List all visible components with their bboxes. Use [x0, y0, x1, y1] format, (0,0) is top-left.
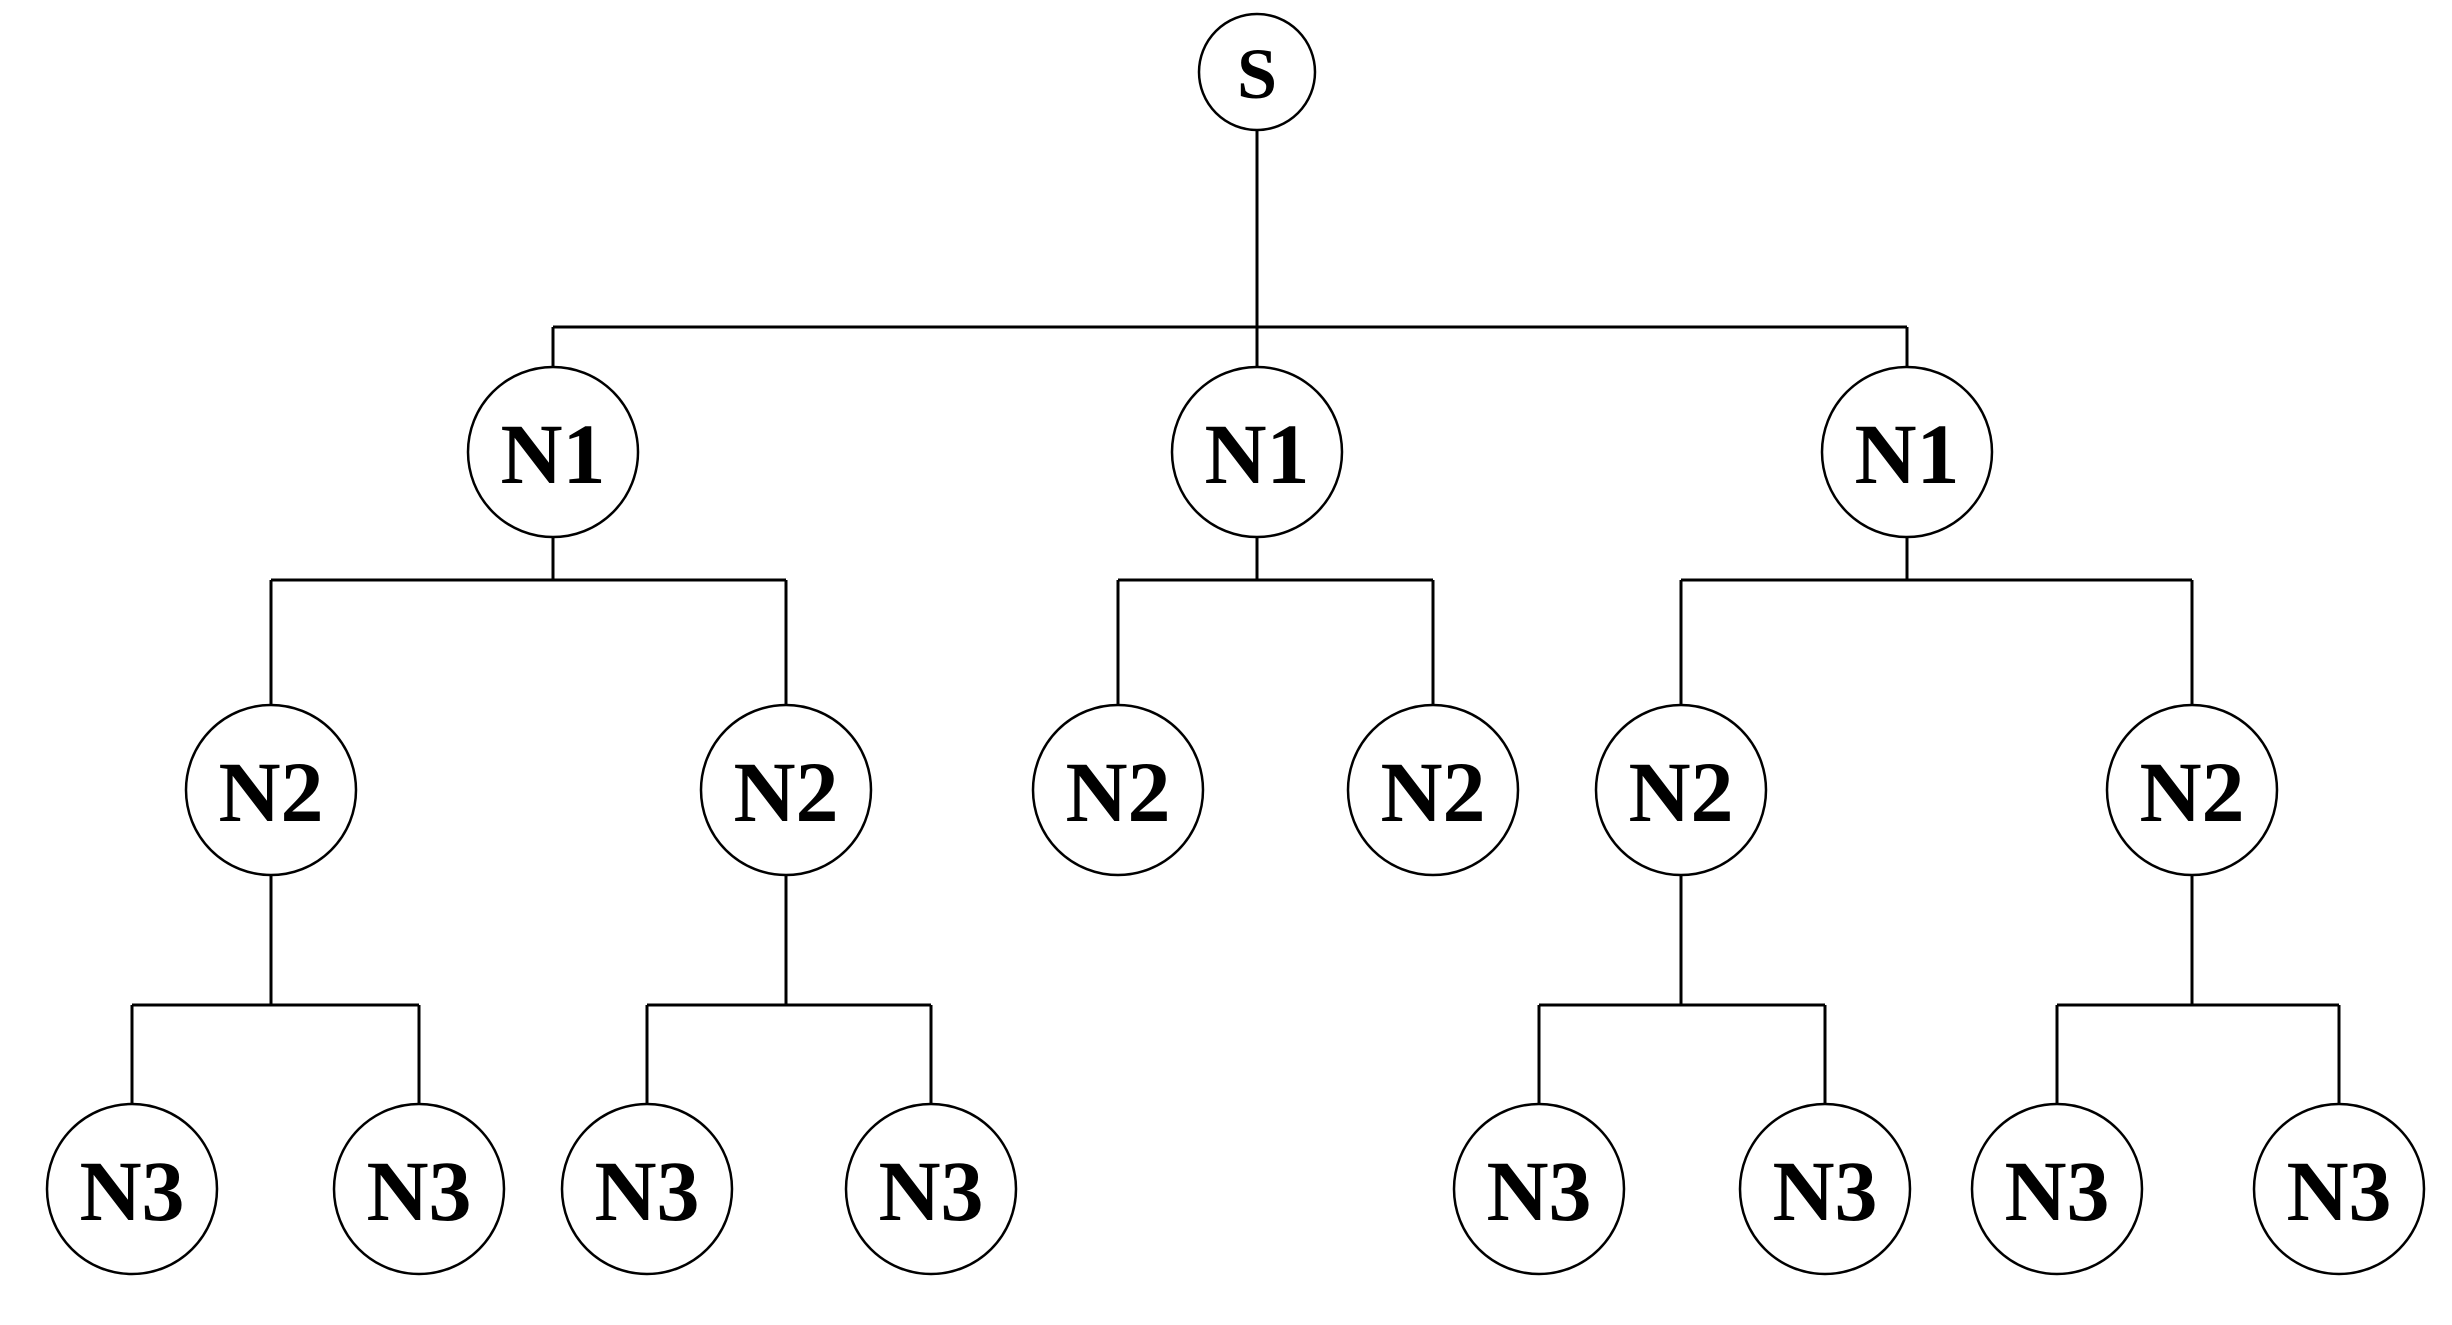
node-label-n3-2: N3 [366, 1143, 471, 1239]
tree-node-n1-3[interactable]: N1 [1820, 365, 1994, 539]
node-label-n2-2: N2 [733, 744, 838, 840]
node-label-s: S [1237, 34, 1277, 114]
tree-node-n3-8[interactable]: N3 [2252, 1102, 2426, 1276]
node-label-n3-5: N3 [1486, 1143, 1591, 1239]
node-circle-n3-5[interactable] [1452, 1102, 1626, 1276]
tree-node-n1-2[interactable]: N1 [1170, 365, 1344, 539]
node-circle-n2-3[interactable] [1031, 703, 1205, 877]
node-label-n2-3: N2 [1065, 744, 1170, 840]
node-circle-n3-7[interactable] [1970, 1102, 2144, 1276]
node-circle-n2-1[interactable] [184, 703, 358, 877]
node-label-n1-3: N1 [1854, 406, 1959, 502]
tree-node-n2-3[interactable]: N2 [1031, 703, 1205, 877]
node-label-n3-4: N3 [878, 1143, 983, 1239]
tree-node-n2-1[interactable]: N2 [184, 703, 358, 877]
tree-node-n2-2[interactable]: N2 [699, 703, 873, 877]
node-label-n2-5: N2 [1628, 744, 1733, 840]
node-label-n3-6: N3 [1772, 1143, 1877, 1239]
node-circle-n2-4[interactable] [1346, 703, 1520, 877]
node-circle-n3-6[interactable] [1738, 1102, 1912, 1276]
node-label-n1-2: N1 [1204, 406, 1309, 502]
node-label-n2-4: N2 [1380, 744, 1485, 840]
edges-layer [130, 130, 2341, 1104]
node-circle-n2-2[interactable] [699, 703, 873, 877]
node-circle-n1-2[interactable] [1170, 365, 1344, 539]
tree-node-n2-5[interactable]: N2 [1594, 703, 1768, 877]
node-circle-n1-3[interactable] [1820, 365, 1994, 539]
node-circle-n3-3[interactable] [560, 1102, 734, 1276]
tree-node-n3-1[interactable]: N3 [45, 1102, 219, 1276]
tree-node-n3-4[interactable]: N3 [844, 1102, 1018, 1276]
node-label-n2-1: N2 [218, 744, 323, 840]
node-circle-n3-4[interactable] [844, 1102, 1018, 1276]
tree-node-n2-4[interactable]: N2 [1346, 703, 1520, 877]
node-label-n3-1: N3 [79, 1143, 184, 1239]
node-label-n1-1: N1 [500, 406, 605, 502]
node-label-n3-8: N3 [2286, 1143, 2391, 1239]
node-circle-n1-1[interactable] [466, 365, 640, 539]
node-circle-n2-6[interactable] [2105, 703, 2279, 877]
tree-node-n3-3[interactable]: N3 [560, 1102, 734, 1276]
node-label-n3-7: N3 [2004, 1143, 2109, 1239]
tree-node-n1-1[interactable]: N1 [466, 365, 640, 539]
node-circle-n2-5[interactable] [1594, 703, 1768, 877]
node-circle-s[interactable] [1197, 12, 1317, 132]
tree-node-n3-6[interactable]: N3 [1738, 1102, 1912, 1276]
node-circle-n3-8[interactable] [2252, 1102, 2426, 1276]
node-label-n3-3: N3 [594, 1143, 699, 1239]
tree-node-n3-2[interactable]: N3 [332, 1102, 506, 1276]
tree-node-s[interactable]: S [1197, 12, 1317, 132]
node-circle-n3-2[interactable] [332, 1102, 506, 1276]
node-circle-n3-1[interactable] [45, 1102, 219, 1276]
node-label-n2-6: N2 [2139, 744, 2244, 840]
tree-node-n3-5[interactable]: N3 [1452, 1102, 1626, 1276]
tree-node-n2-6[interactable]: N2 [2105, 703, 2279, 877]
tree-node-n3-7[interactable]: N3 [1970, 1102, 2144, 1276]
